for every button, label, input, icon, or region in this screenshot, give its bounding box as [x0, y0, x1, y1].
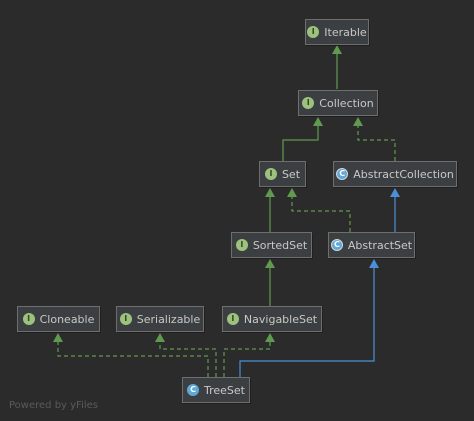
node-sorted-set[interactable]: I SortedSet: [231, 232, 312, 258]
edge-treeset-serializable: [155, 333, 217, 377]
node-tree-set[interactable]: C TreeSet: [182, 377, 250, 403]
node-serializable[interactable]: I Serializable: [116, 306, 204, 332]
node-set-label: Set: [281, 167, 301, 181]
interface-icon: I: [226, 313, 239, 325]
node-collection[interactable]: I Collection: [298, 90, 378, 116]
node-cloneable[interactable]: I Cloneable: [17, 306, 100, 332]
abstract-class-icon: C: [336, 168, 349, 180]
node-tree-set-label: TreeSet: [204, 383, 245, 397]
node-abstract-collection-label: AbstractCollection: [353, 167, 454, 181]
edge-sortedset-set: [265, 188, 275, 232]
abstract-class-icon: C: [330, 239, 343, 251]
node-abstract-collection[interactable]: C AbstractCollection: [333, 161, 457, 187]
edge-navigableset-sortedset: [265, 259, 275, 306]
edge-abstractset-set: [287, 188, 351, 232]
interface-icon: I: [307, 26, 320, 38]
watermark: Powered by yFiles: [9, 400, 98, 411]
node-collection-label: Collection: [319, 96, 374, 110]
edge-treeset-navigableset: [223, 333, 275, 377]
edge-abstractcollection-collection: [353, 117, 396, 161]
node-abstract-set-label: AbstractSet: [347, 238, 413, 252]
node-set[interactable]: I Set: [259, 161, 306, 187]
node-iterable-label: Iterable: [324, 25, 367, 39]
interface-icon: I: [264, 168, 277, 180]
edge-abstractset-abstractcollection: [390, 188, 400, 232]
interface-icon: I: [22, 313, 35, 325]
node-sorted-set-label: SortedSet: [252, 238, 308, 252]
node-iterable[interactable]: I Iterable: [305, 19, 369, 45]
interface-icon: I: [302, 97, 315, 109]
class-icon: C: [187, 384, 199, 396]
edge-treeset-cloneable: [53, 333, 209, 377]
node-serializable-label: Serializable: [136, 312, 201, 326]
edge-collection-iterable: [332, 45, 342, 89]
edge-treeset-abstractset: [239, 259, 379, 377]
node-navigable-set-label: NavigableSet: [243, 312, 318, 326]
node-navigable-set[interactable]: I NavigableSet: [222, 306, 322, 332]
edge-set-collection: [282, 117, 323, 161]
interface-icon: I: [119, 313, 132, 325]
interface-icon: I: [235, 239, 248, 251]
node-cloneable-label: Cloneable: [39, 312, 95, 326]
node-abstract-set[interactable]: C AbstractSet: [328, 232, 415, 258]
